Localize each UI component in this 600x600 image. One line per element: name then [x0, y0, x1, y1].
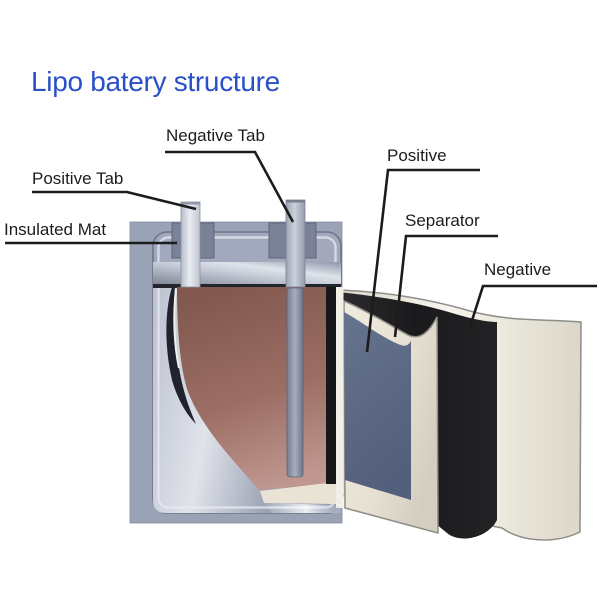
bottom-fold-sheen: [264, 503, 341, 513]
leader-positive-tab: [32, 190, 197, 211]
negative-tab-top-edge: [286, 200, 305, 203]
negative-electrode-sheet: [338, 292, 497, 539]
label-insulated-mat: Insulated Mat: [4, 220, 107, 239]
pouch-top-fold-shadow: [153, 284, 341, 288]
separator-layer-edge-strip: [336, 287, 344, 508]
label-positive: Positive: [387, 146, 447, 165]
positive-tab-shape: [180, 201, 201, 288]
separator-edge-sliver: [173, 288, 180, 369]
page-title: Lipo batery structure: [31, 66, 280, 97]
battery-pouch: [129, 199, 344, 524]
positive-tab-top-edge: [181, 202, 200, 205]
separator-strip-bottom: [260, 482, 336, 504]
label-negative: Negative: [484, 260, 552, 279]
leader-negative: [467, 284, 597, 331]
label-separator: Separator: [405, 211, 480, 230]
leader-separator: [393, 234, 498, 338]
leader-lines: [5, 150, 597, 353]
label-positive-tab: Positive Tab: [32, 169, 124, 188]
leader-negative-tab: [165, 150, 295, 223]
label-negative-tab: Negative Tab: [166, 126, 265, 145]
leader-positive: [365, 168, 480, 353]
negative-tab-inner: [286, 287, 304, 478]
unrolled-layers: [338, 289, 582, 541]
negative-layer-edge-strip: [326, 287, 336, 484]
positive-electrode-sheet: [344, 312, 411, 500]
